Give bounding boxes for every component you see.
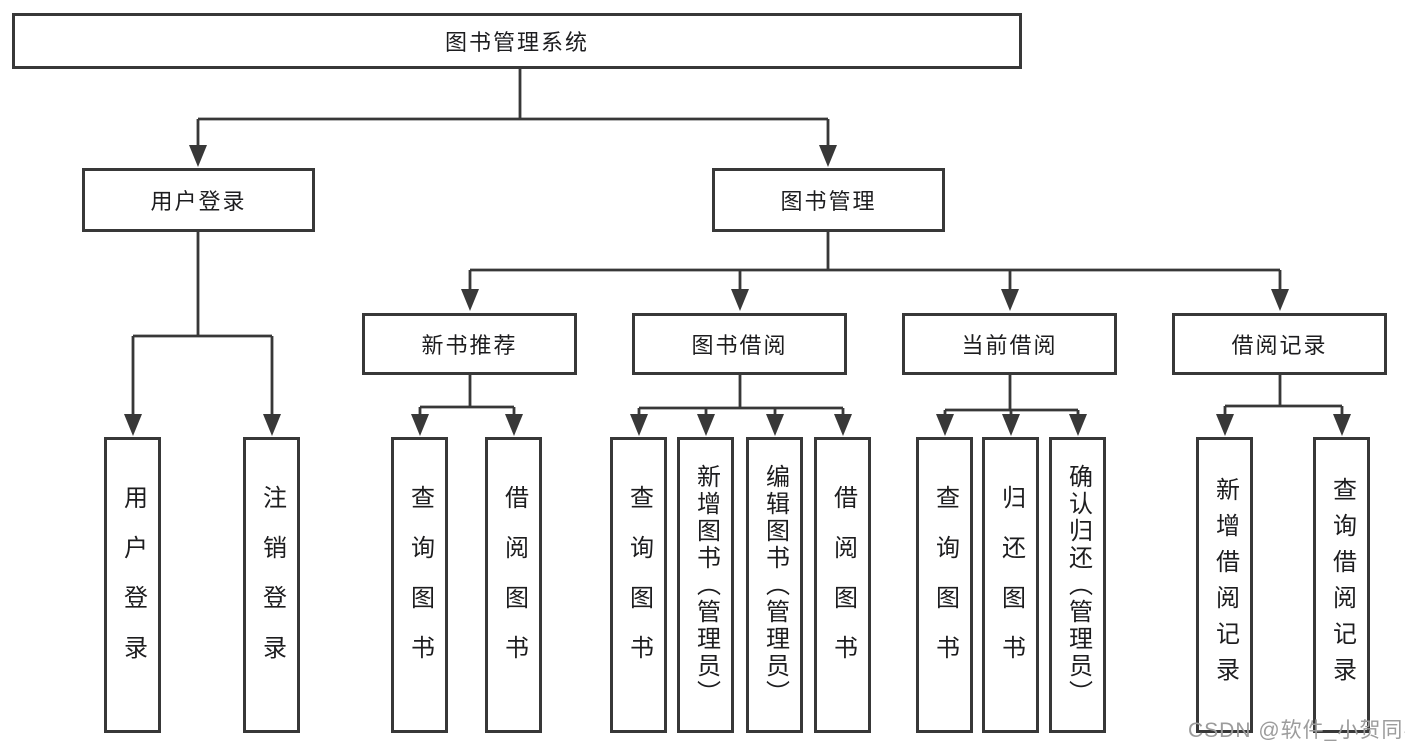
node-leaf-add-borrow-record: 新增借阅记录 bbox=[1196, 437, 1253, 733]
node-leaf-return-books-label: 归还图书 bbox=[997, 485, 1025, 685]
node-leaf-confirm-return-admin-label: 确认归还（管理员） bbox=[1064, 463, 1092, 707]
arrow-down-icon bbox=[1333, 414, 1351, 436]
node-book-management: 图书管理 bbox=[712, 168, 945, 232]
node-current-borrow: 当前借阅 bbox=[902, 313, 1117, 375]
node-leaf-query-books-2: 查询图书 bbox=[610, 437, 667, 733]
node-book-borrow-label: 图书借阅 bbox=[691, 333, 788, 358]
connector-bookmgmt-to-level3 bbox=[468, 232, 1282, 291]
arrow-down-icon bbox=[819, 145, 837, 167]
node-leaf-return-books: 归还图书 bbox=[982, 437, 1039, 733]
arrow-down-icon bbox=[411, 414, 429, 436]
arrow-down-icon bbox=[766, 414, 784, 436]
node-leaf-logout: 注销登录 bbox=[243, 437, 300, 733]
node-leaf-query-borrow-record-label: 查询借阅记录 bbox=[1328, 477, 1356, 693]
node-borrow-records: 借阅记录 bbox=[1172, 313, 1387, 375]
node-leaf-query-books-1: 查询图书 bbox=[391, 437, 448, 733]
node-leaf-query-books-1-label: 查询图书 bbox=[406, 485, 434, 685]
arrow-down-icon bbox=[505, 414, 523, 436]
arrow-down-icon bbox=[834, 414, 852, 436]
arrow-down-icon bbox=[731, 289, 749, 311]
connector-currentborrow-to-leaves bbox=[943, 375, 1080, 416]
arrow-down-icon bbox=[124, 414, 142, 436]
arrow-down-icon bbox=[630, 414, 648, 436]
node-root-label: 图书管理系统 bbox=[444, 30, 589, 55]
node-leaf-query-books-3-label: 查询图书 bbox=[931, 485, 959, 685]
node-leaf-borrow-books-1: 借阅图书 bbox=[485, 437, 542, 733]
arrow-down-icon bbox=[936, 414, 954, 436]
arrow-down-icon bbox=[1069, 414, 1087, 436]
arrow-down-icon bbox=[1001, 289, 1019, 311]
node-leaf-borrow-books-1-label: 借阅图书 bbox=[500, 485, 528, 685]
connector-userlogin-to-leaves bbox=[131, 232, 274, 416]
connector-newbooks-to-leaves bbox=[418, 375, 516, 416]
connector-borrowrecords-to-leaves bbox=[1223, 375, 1344, 416]
node-book-management-label: 图书管理 bbox=[780, 189, 877, 214]
node-leaf-query-books-3: 查询图书 bbox=[916, 437, 973, 733]
watermark: CSDN @软件_小贺同学 bbox=[1188, 719, 1405, 742]
node-leaf-query-books-2-label: 查询图书 bbox=[625, 485, 653, 685]
node-leaf-add-books-admin: 新增图书（管理员） bbox=[677, 437, 734, 733]
node-leaf-add-books-admin-label: 新增图书（管理员） bbox=[692, 463, 720, 707]
node-leaf-add-borrow-record-label: 新增借阅记录 bbox=[1211, 477, 1239, 693]
node-leaf-edit-books-admin-label: 编辑图书（管理员） bbox=[761, 463, 789, 707]
node-leaf-borrow-books-2: 借阅图书 bbox=[814, 437, 871, 733]
arrow-down-icon bbox=[461, 289, 479, 311]
arrow-down-icon bbox=[1271, 289, 1289, 311]
arrow-down-icon bbox=[1002, 414, 1020, 436]
node-leaf-confirm-return-admin: 确认归还（管理员） bbox=[1049, 437, 1106, 733]
node-new-book-recommend-label: 新书推荐 bbox=[421, 333, 518, 358]
node-leaf-query-borrow-record: 查询借阅记录 bbox=[1313, 437, 1370, 733]
connector-root-to-level2 bbox=[196, 69, 830, 146]
node-leaf-user-login: 用户登录 bbox=[104, 437, 161, 733]
arrow-down-icon bbox=[1216, 414, 1234, 436]
node-user-login-label: 用户登录 bbox=[150, 189, 247, 214]
node-new-book-recommend: 新书推荐 bbox=[362, 313, 577, 375]
node-leaf-borrow-books-2-label: 借阅图书 bbox=[829, 485, 857, 685]
node-user-login: 用户登录 bbox=[82, 168, 315, 232]
node-leaf-logout-label: 注销登录 bbox=[258, 485, 286, 685]
arrow-down-icon bbox=[189, 145, 207, 167]
node-book-borrow: 图书借阅 bbox=[632, 313, 847, 375]
connector-bookborrow-to-leaves bbox=[637, 375, 845, 416]
connectors bbox=[131, 69, 1344, 416]
arrowheads bbox=[124, 145, 1351, 436]
node-leaf-edit-books-admin: 编辑图书（管理员） bbox=[746, 437, 803, 733]
node-leaf-user-login-label: 用户登录 bbox=[119, 485, 147, 685]
node-root: 图书管理系统 bbox=[12, 13, 1022, 69]
node-current-borrow-label: 当前借阅 bbox=[961, 333, 1058, 358]
node-borrow-records-label: 借阅记录 bbox=[1231, 333, 1328, 358]
arrow-down-icon bbox=[263, 414, 281, 436]
arrow-down-icon bbox=[697, 414, 715, 436]
